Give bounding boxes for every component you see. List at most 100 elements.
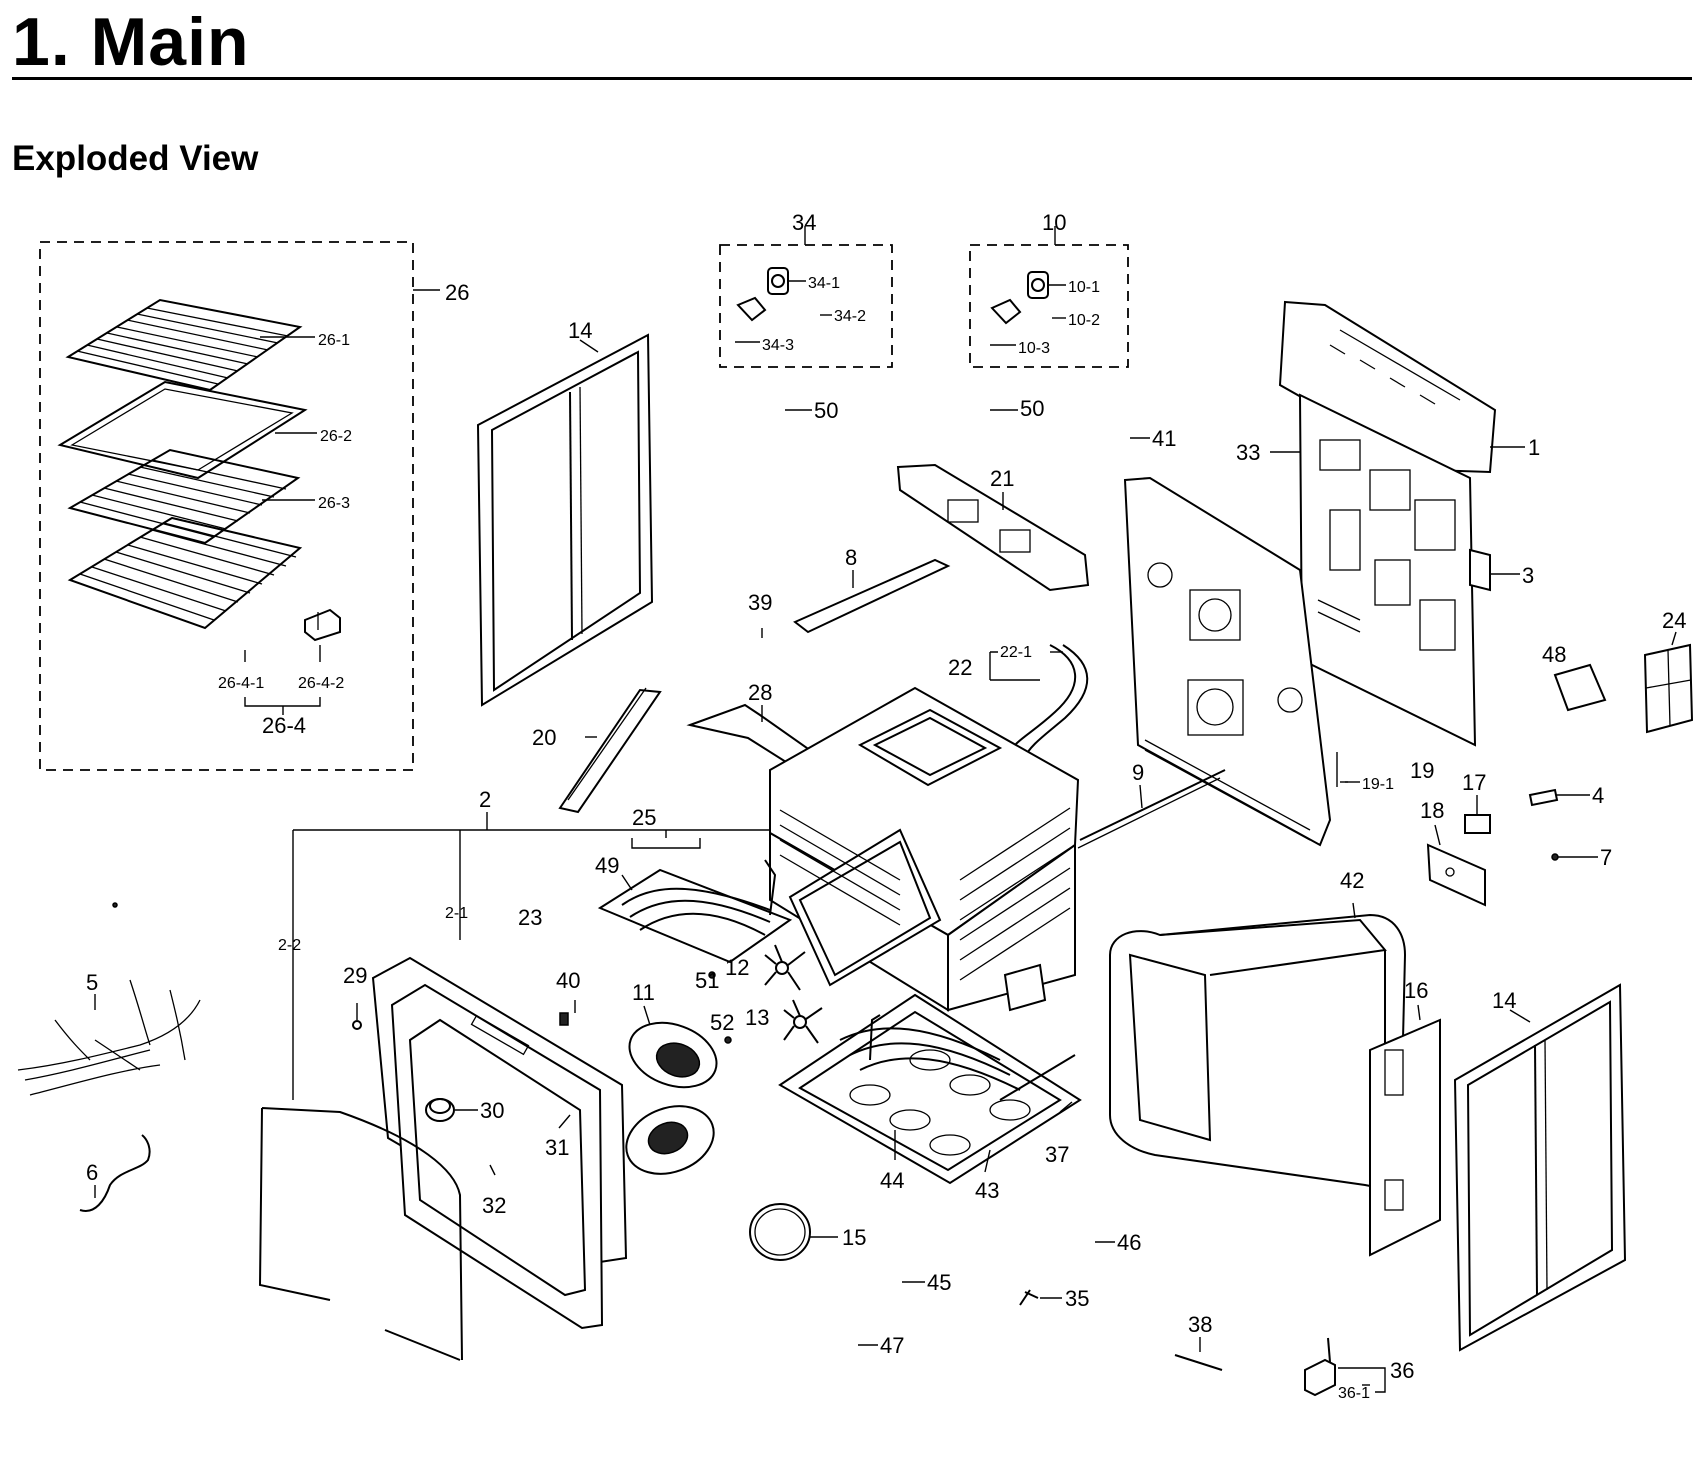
oven-cavity [769,686,1080,1012]
callout-36: 36 [1390,1358,1414,1383]
callout-31: 31 [545,1135,569,1160]
callout-33: 33 [1236,440,1260,465]
back-cover-1 [1278,300,1497,474]
callout-labels: 26 26-1 26-2 26-3 26-4-1 26-4-2 26-4 14 … [86,210,1686,1402]
callout-25: 25 [632,805,656,830]
callout-2-2: 2-2 [278,937,301,954]
door-frame-2-1 [371,956,628,1330]
callout-30: 30 [480,1098,504,1123]
rack-group [39,241,440,771]
callout-36-1: 36-1 [1338,1385,1370,1402]
board-18 [1426,843,1486,907]
callout-2-1: 2-1 [445,905,468,922]
part-17 [1464,814,1491,834]
hinge-36 [1304,1337,1336,1397]
callout-10-1: 10-1 [1068,279,1100,296]
callout-26-2: 26-2 [320,428,352,445]
callout-10-3: 10-3 [1018,340,1050,357]
callout-48: 48 [1542,642,1566,667]
tray-26-2 [57,380,308,480]
callout-32: 32 [482,1193,506,1218]
fan-12 [764,944,806,991]
sensor-group-10 [969,226,1129,368]
part-52 [724,1036,732,1044]
callout-7: 7 [1600,845,1612,870]
rod-37 [999,1054,1076,1101]
callout-16: 16 [1404,978,1428,1003]
callout-14-left: 14 [568,318,592,343]
callout-22: 22 [948,655,972,680]
callout-43: 43 [975,1178,999,1203]
callout-14-right: 14 [1492,988,1516,1013]
side-panel-left [476,333,654,707]
callout-22-1: 22-1 [1000,644,1032,661]
fan-cover-11a [628,1021,718,1089]
callout-11: 11 [632,980,655,1005]
callout-20: 20 [532,725,556,750]
ring-15 [749,1203,811,1261]
callout-40: 40 [556,968,580,993]
callout-15: 15 [842,1225,866,1250]
part-29 [352,1020,362,1030]
fan-13 [783,999,823,1044]
callout-24: 24 [1662,608,1686,633]
callout-42: 42 [1340,868,1364,893]
callout-3: 3 [1522,563,1534,588]
callout-34-1: 34-1 [808,275,840,292]
broil-element-25 [597,859,793,964]
callout-44: 44 [880,1168,904,1193]
sensor-group-34 [719,226,893,368]
callout-34: 34 [792,210,816,235]
wire-harness-5 [17,902,201,1096]
callout-46: 46 [1117,1230,1141,1255]
callout-26-1: 26-1 [318,332,350,349]
cavity-bracket [1003,963,1047,1012]
side-panel-right [1453,983,1627,1352]
title-divider [12,77,1692,80]
rack-26-3 [67,448,301,545]
callout-26: 26 [445,280,469,305]
callout-17: 17 [1462,770,1486,795]
callout-34-2: 34-2 [834,308,866,325]
part-51 [708,971,716,979]
rod-38 [1174,1354,1223,1371]
callout-28: 28 [748,680,772,705]
callout-26-3: 26-3 [318,495,350,512]
insulation-42 [1109,913,1407,1188]
rear-panel-33 [1298,393,1491,747]
back-plate-19 [1123,476,1332,847]
callout-26-4-1: 26-4-1 [218,675,264,692]
rack-26-4 [67,516,303,630]
screw-32 [489,1164,496,1176]
callout-29: 29 [343,963,367,988]
rack-26-1 [65,298,303,392]
callout-5: 5 [86,970,98,995]
callout-50-right: 50 [1020,396,1044,421]
callout-8: 8 [845,545,857,570]
callout-52: 52 [710,1010,734,1035]
callout-13: 13 [745,1005,769,1030]
callout-45: 45 [927,1270,951,1295]
callout-37: 37 [1045,1142,1069,1167]
cover-24 [1643,643,1694,734]
section-subtitle: Exploded View [12,139,259,178]
callout-51: 51 [695,968,719,993]
rod-9 [1077,769,1226,849]
callout-23: 23 [518,905,542,930]
bracket-21 [896,463,1090,592]
panel-16 [1369,1018,1441,1257]
callout-35: 35 [1065,1286,1089,1311]
callout-10-2: 10-2 [1068,312,1100,329]
rack-glide-26-4-2 [304,608,341,642]
callout-21: 21 [990,466,1014,491]
callout-6: 6 [86,1160,98,1185]
harness-22 [1007,644,1089,761]
callout-47: 47 [880,1333,904,1358]
cable-6 [79,1134,151,1212]
leader-2 [292,829,770,1100]
callout-4: 4 [1592,783,1604,808]
callout-10: 10 [1042,210,1066,235]
callout-41: 41 [1152,426,1176,451]
strip-8 [793,558,951,634]
part-40-body [559,1012,569,1026]
